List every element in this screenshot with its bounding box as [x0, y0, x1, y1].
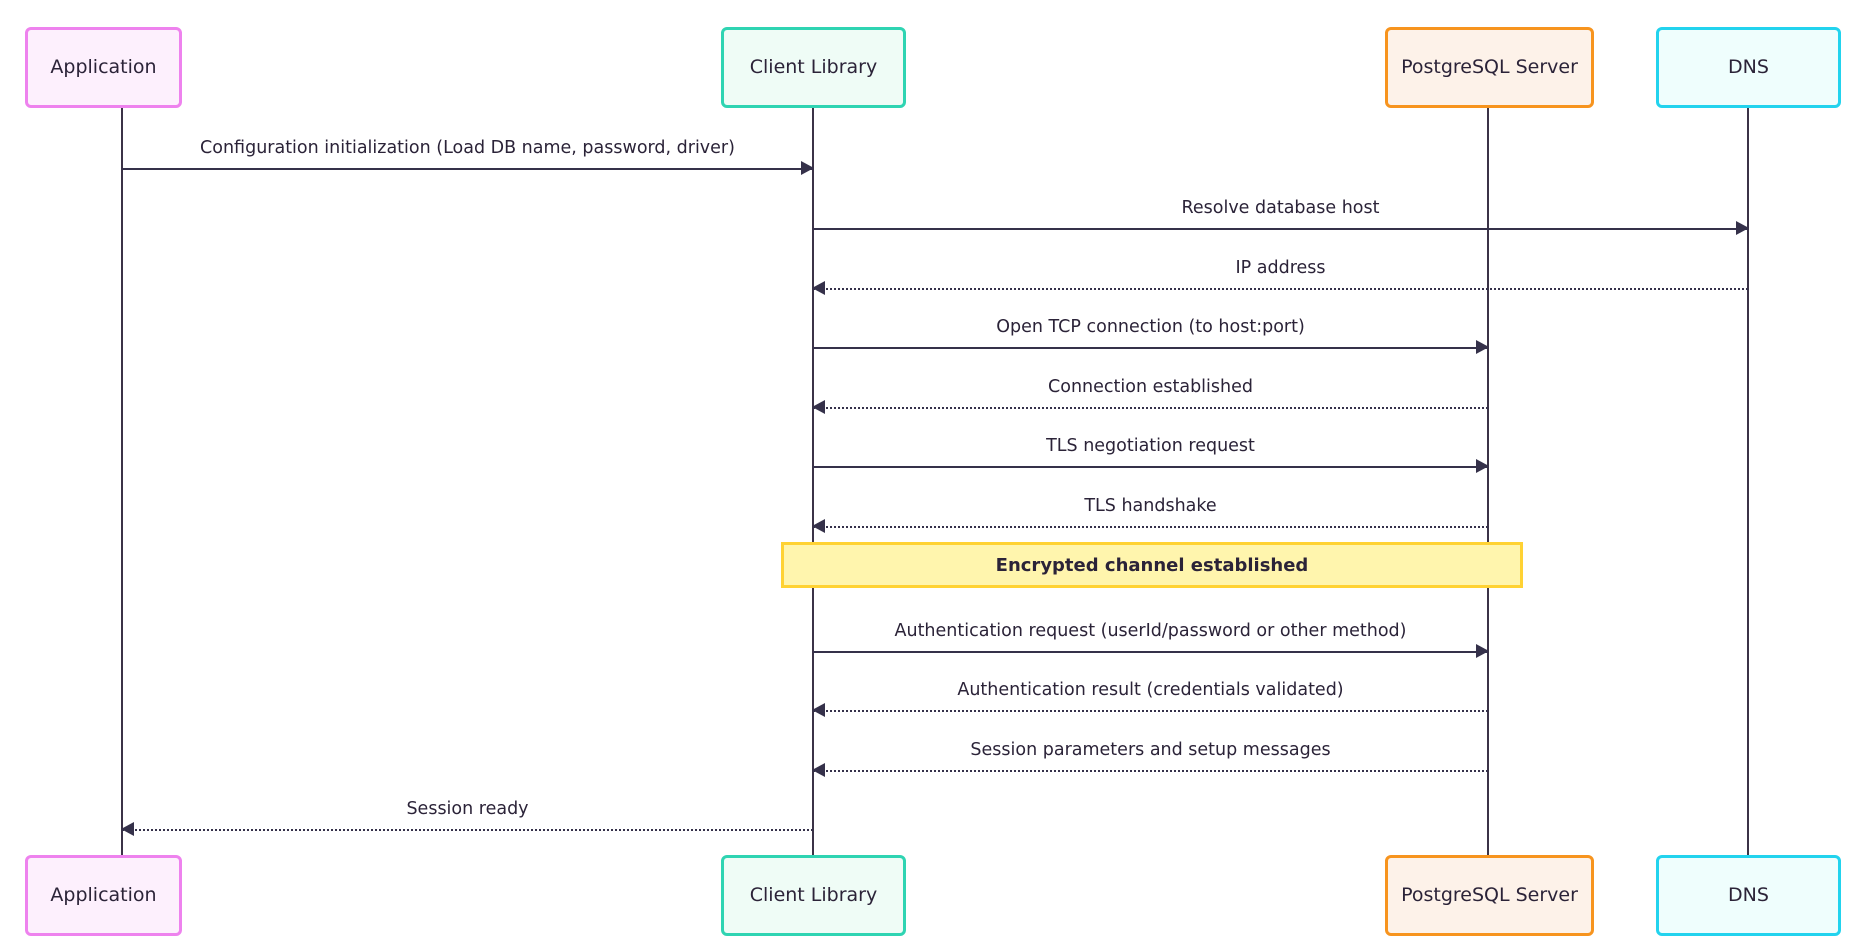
arrow-head-icon [1736, 221, 1749, 235]
participant-label: PostgreSQL Server [1401, 884, 1578, 907]
note-label: Encrypted channel established [995, 554, 1309, 576]
message-line [813, 770, 1488, 772]
arrow-head-icon [812, 281, 825, 295]
participant-label: Client Library [749, 884, 878, 907]
message-label: IP address [1235, 258, 1326, 278]
lifeline-postgresql-server [1487, 108, 1489, 855]
message-line [813, 710, 1488, 712]
arrow-head-icon [801, 161, 814, 175]
arrow-head-icon [1476, 340, 1489, 354]
message-label: Configuration initialization (Load DB na… [200, 138, 735, 158]
participant-postgresql-server-top[interactable]: PostgreSQL Server [1385, 27, 1594, 108]
participant-client-library-bottom[interactable]: Client Library [721, 855, 906, 936]
participant-label: PostgreSQL Server [1401, 56, 1578, 79]
participant-postgresql-server-bottom[interactable]: PostgreSQL Server [1385, 855, 1594, 936]
arrow-head-icon [812, 519, 825, 533]
arrow-head-icon [1476, 644, 1489, 658]
message-line [122, 829, 813, 831]
message-line [813, 651, 1488, 653]
message-label: TLS handshake [1084, 496, 1217, 516]
participant-client-library-top[interactable]: Client Library [721, 27, 906, 108]
participant-label: DNS [1728, 56, 1769, 79]
participant-label: Client Library [749, 56, 878, 79]
message-label: Session parameters and setup messages [970, 740, 1331, 760]
message-label: Connection established [1048, 377, 1253, 397]
participant-dns-top[interactable]: DNS [1656, 27, 1841, 108]
message-line [813, 347, 1488, 349]
participant-label: Application [50, 884, 157, 907]
message-label: Resolve database host [1181, 198, 1380, 218]
encrypted-channel-note: Encrypted channel established [781, 542, 1523, 588]
participant-dns-bottom[interactable]: DNS [1656, 855, 1841, 936]
arrow-head-icon [1476, 459, 1489, 473]
message-label: Open TCP connection (to host:port) [996, 317, 1305, 337]
message-label: Authentication result (credentials valid… [957, 680, 1344, 700]
participant-application-bottom[interactable]: Application [25, 855, 182, 936]
arrow-head-icon [812, 400, 825, 414]
message-line [813, 228, 1748, 230]
participant-label: DNS [1728, 884, 1769, 907]
arrow-head-icon [812, 703, 825, 717]
message-line [122, 168, 813, 170]
message-label: Authentication request (userId/password … [894, 621, 1407, 641]
lifeline-application [121, 108, 123, 855]
message-line [813, 407, 1488, 409]
participant-application-top[interactable]: Application [25, 27, 182, 108]
lifeline-client-library [812, 108, 814, 855]
participant-label: Application [50, 56, 157, 79]
message-label: TLS negotiation request [1046, 436, 1255, 456]
arrow-head-icon [121, 822, 134, 836]
message-line [813, 526, 1488, 528]
arrow-head-icon [812, 763, 825, 777]
message-line [813, 288, 1748, 290]
message-label: Session ready [406, 799, 529, 819]
lifeline-dns [1747, 108, 1749, 855]
message-line [813, 466, 1488, 468]
